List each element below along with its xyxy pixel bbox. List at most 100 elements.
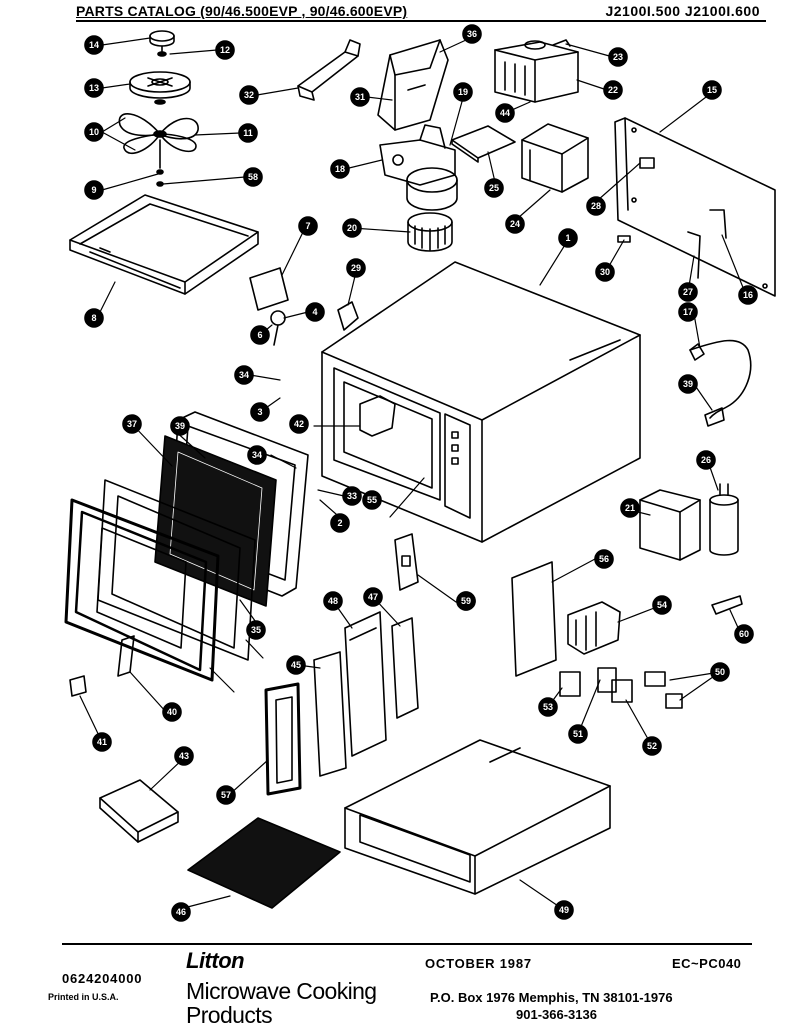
callout-circle bbox=[238, 123, 258, 143]
catalog-code: EC~PC040 bbox=[672, 956, 742, 971]
issue-date: OCTOBER 1987 bbox=[425, 956, 532, 971]
callout-circle bbox=[84, 35, 104, 55]
callout-circle bbox=[594, 549, 614, 569]
control-board bbox=[344, 611, 387, 757]
callout-circle bbox=[250, 402, 270, 422]
callout-circle bbox=[243, 167, 263, 187]
callout-number: 12 bbox=[220, 45, 230, 55]
footer-rule bbox=[62, 943, 752, 945]
company-address: P.O. Box 1976 Memphis, TN 38101-1976 bbox=[430, 990, 673, 1005]
h-v-transformer bbox=[639, 489, 701, 561]
callout-circle bbox=[710, 662, 730, 682]
callout-number: 27 bbox=[683, 287, 693, 297]
accessory-kit bbox=[99, 779, 179, 843]
callout-number: 28 bbox=[591, 201, 601, 211]
callout-number: 41 bbox=[97, 737, 107, 747]
callout-number: 26 bbox=[701, 455, 711, 465]
bracket-32 bbox=[297, 39, 361, 101]
callout-circle bbox=[330, 159, 350, 179]
callout-number: 8 bbox=[91, 313, 96, 323]
callout-number: 19 bbox=[458, 87, 468, 97]
callout-number: 54 bbox=[657, 600, 667, 610]
callout-circle bbox=[678, 282, 698, 302]
magnetron bbox=[494, 39, 579, 103]
callout-circle bbox=[92, 732, 112, 752]
h-v-capacitor bbox=[709, 483, 739, 556]
callout-number: 46 bbox=[176, 907, 186, 917]
callout-number: 59 bbox=[461, 596, 471, 606]
callout-circle bbox=[495, 103, 515, 123]
callout-number: 32 bbox=[244, 90, 254, 100]
control-module bbox=[394, 533, 419, 591]
callout-circle bbox=[538, 697, 558, 717]
rear-panel bbox=[614, 117, 776, 297]
catalog-title: PARTS CATALOG (90/46.500EVP , 90/46.600E… bbox=[76, 3, 408, 19]
terminal-bracket bbox=[711, 595, 743, 615]
callout-circle bbox=[330, 513, 350, 533]
callout-number: 47 bbox=[368, 592, 378, 602]
callout-number: 33 bbox=[347, 491, 357, 501]
callout-circle bbox=[174, 746, 194, 766]
header-rule bbox=[76, 20, 766, 22]
callout-number: 37 bbox=[127, 419, 137, 429]
callout-number: 17 bbox=[683, 307, 693, 317]
callout-circle bbox=[84, 308, 104, 328]
callout-circle bbox=[620, 498, 640, 518]
callout-number: 31 bbox=[355, 92, 365, 102]
callout-circle bbox=[215, 40, 235, 60]
callout-number: 39 bbox=[683, 379, 693, 389]
callout-number: 7 bbox=[305, 221, 310, 231]
callout-circle bbox=[702, 80, 722, 100]
callout-number: 3 bbox=[257, 407, 262, 417]
relay-board bbox=[511, 561, 557, 677]
front-panel-plate bbox=[313, 651, 347, 777]
callout-number: 50 bbox=[715, 667, 725, 677]
callout-circle bbox=[84, 78, 104, 98]
door-outer bbox=[64, 498, 220, 682]
callout-number: 6 bbox=[257, 330, 262, 340]
callout-number: 34 bbox=[239, 370, 249, 380]
callout-number: 40 bbox=[167, 707, 177, 717]
callout-circle bbox=[170, 416, 190, 436]
callout-circle bbox=[84, 180, 104, 200]
callout-number: 24 bbox=[510, 219, 520, 229]
callout-circle bbox=[642, 736, 662, 756]
callout-number: 49 bbox=[559, 905, 569, 915]
callout-circle bbox=[678, 302, 698, 322]
callout-circle bbox=[323, 591, 343, 611]
callout-number: 29 bbox=[351, 263, 361, 273]
callout-circle bbox=[342, 218, 362, 238]
power-cord bbox=[689, 339, 752, 427]
callout-circle bbox=[738, 285, 758, 305]
callout-circle bbox=[84, 122, 104, 142]
callout-circle bbox=[342, 486, 362, 506]
callout-number: 36 bbox=[467, 29, 477, 39]
callout-circle bbox=[554, 900, 574, 920]
blower-motor bbox=[379, 124, 458, 252]
callout-circle bbox=[603, 80, 623, 100]
callout-circle bbox=[289, 414, 309, 434]
callout-number: 11 bbox=[243, 128, 253, 138]
cover-plate bbox=[451, 125, 516, 163]
callout-number: 34 bbox=[252, 450, 262, 460]
thermal-switch bbox=[337, 301, 359, 331]
main-cabinet bbox=[321, 261, 641, 543]
callout-circle bbox=[246, 620, 266, 640]
callout-circle bbox=[678, 374, 698, 394]
callout-circle bbox=[363, 587, 383, 607]
callout-circle bbox=[162, 702, 182, 722]
callout-circle bbox=[608, 47, 628, 67]
callout-number: 25 bbox=[489, 183, 499, 193]
air-duct bbox=[377, 39, 449, 131]
callout-circle bbox=[247, 445, 267, 465]
grease-filter bbox=[187, 817, 341, 909]
callout-circle bbox=[362, 490, 382, 510]
page-header: PARTS CATALOG (90/46.500EVP , 90/46.600E… bbox=[0, 0, 800, 22]
callout-number: 2 bbox=[337, 518, 342, 528]
callout-number: 57 bbox=[221, 790, 231, 800]
callout-number: 48 bbox=[328, 596, 338, 606]
fan-assembly bbox=[118, 30, 199, 187]
callout-number: 10 bbox=[89, 127, 99, 137]
callout-number: 52 bbox=[647, 741, 657, 751]
callout-circle bbox=[298, 216, 318, 236]
